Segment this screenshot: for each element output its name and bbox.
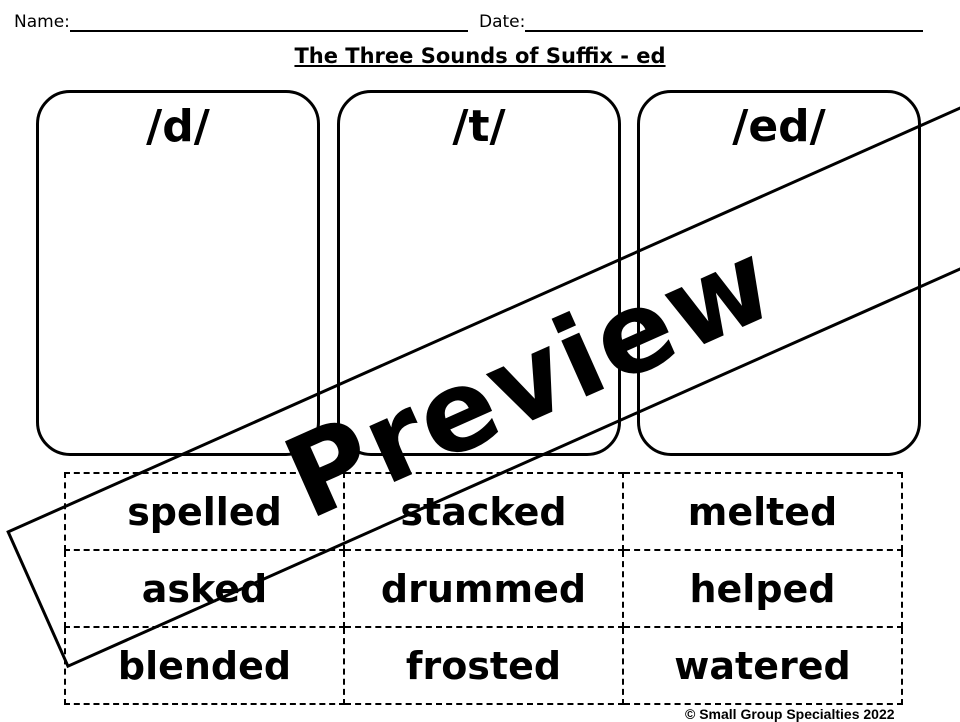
word-card[interactable]: drummed (343, 549, 624, 628)
sort-box-ed: /ed/ (637, 90, 921, 456)
word-card[interactable]: asked (64, 549, 345, 628)
copyright-notice: © Small Group Specialties 2022 (685, 706, 895, 722)
sort-box-t: /t/ (337, 90, 621, 456)
date-line[interactable] (525, 16, 924, 32)
table-row: asked drummed helped (64, 549, 903, 628)
word-card[interactable]: melted (622, 472, 903, 551)
sort-box-d: /d/ (36, 90, 320, 456)
date-field[interactable]: Date: (479, 12, 924, 32)
word-card[interactable]: watered (622, 626, 903, 705)
word-card[interactable]: spelled (64, 472, 345, 551)
worksheet-title: The Three Sounds of Suffix - ed (294, 44, 666, 68)
table-row: blended frosted watered (64, 626, 903, 705)
sort-box-label: /d/ (146, 101, 210, 152)
sort-box-label: /ed/ (732, 101, 826, 152)
date-label: Date: (479, 12, 526, 32)
word-card[interactable]: blended (64, 626, 345, 705)
sort-box-label: /t/ (452, 101, 506, 152)
word-card[interactable]: stacked (343, 472, 624, 551)
word-card-grid: spelled stacked melted asked drummed hel… (64, 472, 903, 705)
name-label: Name: (14, 12, 70, 32)
name-line[interactable] (69, 16, 468, 32)
name-field[interactable]: Name: (14, 12, 468, 32)
word-card[interactable]: helped (622, 549, 903, 628)
word-card[interactable]: frosted (343, 626, 624, 705)
table-row: spelled stacked melted (64, 472, 903, 551)
